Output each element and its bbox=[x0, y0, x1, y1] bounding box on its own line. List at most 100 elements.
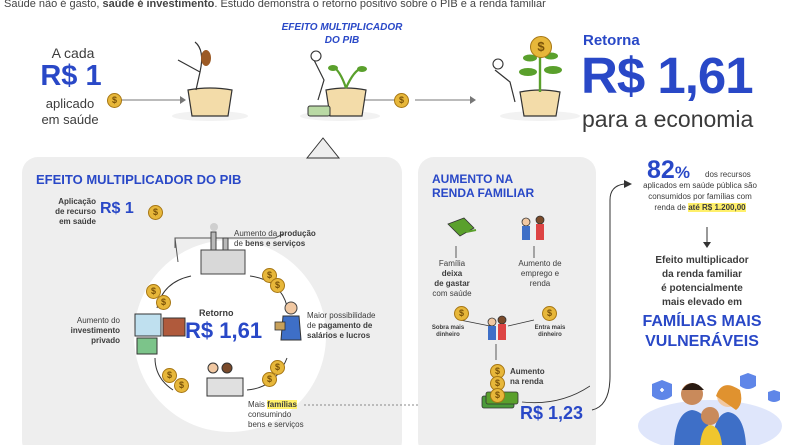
percent-sign: % bbox=[674, 163, 690, 182]
familia-l2: de gastar bbox=[434, 279, 470, 288]
renda-title-l1: AUMENTO NA bbox=[432, 172, 514, 186]
aumento-l2: na renda bbox=[510, 377, 544, 386]
multiplier-label-l2: DO PIB bbox=[324, 35, 360, 46]
vuln-l2: VULNERÁVEIS bbox=[645, 333, 759, 350]
coin-icon: $ bbox=[270, 360, 285, 375]
coin-icon: $ bbox=[156, 295, 171, 310]
coin-plant-pot-illustration bbox=[492, 50, 580, 121]
multiplier-label-l1: EFEITO MULTIPLICADOR bbox=[281, 22, 403, 33]
entra-l2: dinheiro bbox=[538, 332, 562, 338]
top-amount: R$ 1 bbox=[40, 60, 102, 92]
producao-l2-bold: bens e serviços bbox=[245, 239, 306, 248]
vuln-l1: FAMÍLIAS MAIS bbox=[642, 313, 762, 330]
effect-l1: Efeito multiplicador bbox=[655, 255, 749, 266]
pagamento-l2-bold: pagamento de bbox=[318, 321, 373, 330]
aumento-renda-label: Aumento na renda bbox=[510, 367, 545, 387]
percent-desc-l4-bold: até R$ 1.200,00 bbox=[688, 203, 746, 212]
top-applied-l1: aplicado bbox=[45, 96, 95, 111]
coin-icon: $ bbox=[262, 372, 277, 387]
retorno-label: Retorno bbox=[199, 308, 234, 318]
percent-number: 82 bbox=[647, 156, 675, 184]
producao-label: Aumento da produção de bens e serviços bbox=[234, 229, 344, 249]
coin-icon: $ bbox=[270, 278, 285, 293]
para-economia: para a economia bbox=[582, 106, 754, 132]
aplic-l3: em saúde bbox=[59, 217, 96, 226]
pagamento-l1: Maior possibilidade bbox=[307, 311, 376, 320]
emprego-l3: renda bbox=[529, 279, 551, 288]
pib-panel-title: EFEITO MULTIPLICADOR DO PIB bbox=[36, 172, 242, 187]
retorno-value: R$ 1,61 bbox=[185, 318, 263, 343]
header-post: . Estudo demonstra o retorno positivo so… bbox=[214, 0, 546, 10]
top-applied-l2: em saúde bbox=[41, 112, 99, 127]
familia-l1-bold: deixa bbox=[441, 269, 463, 278]
familias-l3: bens e serviços bbox=[248, 420, 304, 429]
coin-icon: $ bbox=[490, 388, 505, 403]
percent-desc-l1: dos recursos bbox=[705, 170, 751, 179]
coin-icon: $ bbox=[454, 306, 469, 321]
aplic-l2: de recurso bbox=[55, 207, 96, 216]
aplic-l1: Aplicação bbox=[58, 197, 96, 206]
hand-seed-pot-illustration bbox=[172, 41, 248, 121]
pagamento-label: Maior possibilidade de pagamento de salá… bbox=[307, 311, 397, 341]
producao-bold: produção bbox=[279, 229, 316, 238]
invest-l1: Aumento do bbox=[76, 316, 120, 325]
header-text: Saúde não é gasto, saúde é investimento.… bbox=[4, 0, 546, 10]
vulneraveis-text: FAMÍLIAS MAIS VULNERÁVEIS bbox=[610, 312, 794, 352]
percent-desc-l2: aplicados em saúde pública são bbox=[643, 181, 757, 190]
down-arrow bbox=[703, 227, 711, 248]
header-bold: saúde é investimento bbox=[102, 0, 215, 10]
emprego-label: Aumento de emprego e renda bbox=[512, 259, 568, 289]
header-pre: Saúde não é gasto, bbox=[4, 0, 103, 10]
producao-l2-pre: de bbox=[234, 239, 246, 248]
familia-l1: Família bbox=[438, 259, 466, 268]
aplic-label: Aplicação de recurso em saúde bbox=[44, 197, 96, 227]
pagamento-l2-pre: de bbox=[307, 321, 319, 330]
right-connector bbox=[591, 180, 632, 411]
familia-l3: com saúde bbox=[432, 289, 472, 298]
invest-l2: investimento bbox=[70, 326, 120, 335]
percent-desc-l3: consumidos por famílias com bbox=[648, 192, 752, 201]
sobra-l1: Sobra mais bbox=[431, 325, 465, 331]
renda-value: R$ 1,23 bbox=[520, 403, 584, 423]
coin-icon: $ bbox=[530, 36, 552, 58]
family-illustration bbox=[638, 373, 782, 445]
coin-icon: $ bbox=[542, 306, 557, 321]
emprego-l2: emprego e bbox=[520, 269, 560, 278]
coin-icon: $ bbox=[146, 284, 161, 299]
effect-text: Efeito multiplicador da renda familiar é… bbox=[620, 254, 784, 310]
aplic-value: R$ 1 bbox=[100, 200, 134, 217]
coin-icon: $ bbox=[148, 205, 163, 220]
familias-pre: Mais bbox=[248, 400, 268, 409]
emprego-l1: Aumento de bbox=[518, 259, 562, 268]
coin-icon: $ bbox=[162, 368, 177, 383]
coin-icon: $ bbox=[174, 378, 189, 393]
familias-bold: famílias bbox=[267, 400, 297, 409]
effect-l3: é potencialmente bbox=[661, 283, 743, 294]
effect-l2: da renda familiar bbox=[661, 269, 743, 280]
watering-pot-illustration bbox=[300, 50, 380, 121]
renda-title: AUMENTO NA RENDA FAMILIAR bbox=[432, 172, 534, 200]
effect-l4: mais elevado em bbox=[661, 297, 743, 308]
top-a-cada: A cada bbox=[51, 45, 95, 61]
panel-pointer bbox=[305, 137, 341, 159]
percent-value: 82% bbox=[647, 156, 690, 185]
aumento-l1: Aumento bbox=[510, 367, 545, 376]
producao-pre: Aumento da bbox=[234, 229, 280, 238]
pagamento-l3: salários e lucros bbox=[307, 331, 371, 340]
familias-label: Mais famílias consumindo bens e serviços bbox=[248, 400, 328, 430]
familia-label: Família deixa de gastar com saúde bbox=[428, 259, 476, 299]
coin-icon: $ bbox=[394, 93, 409, 108]
entra-label: Entra mais dinheiro bbox=[530, 325, 570, 339]
invest-label: Aumento do investimento privado bbox=[56, 316, 120, 346]
sobra-label: Sobra mais dinheiro bbox=[428, 325, 468, 339]
entra-l1: Entra mais bbox=[534, 325, 566, 331]
retorna-label: Retorna bbox=[583, 32, 640, 49]
renda-title-l2: RENDA FAMILIAR bbox=[432, 186, 535, 200]
familias-l2: consumindo bbox=[248, 410, 292, 419]
return-value: R$ 1,61 bbox=[581, 47, 754, 104]
sobra-l2: dinheiro bbox=[436, 332, 460, 338]
invest-l3: privado bbox=[91, 336, 120, 345]
percent-desc: aplicados em saúde pública são consumido… bbox=[618, 180, 782, 213]
percent-desc-l4-pre: renda de bbox=[654, 203, 689, 212]
coin-icon: $ bbox=[107, 93, 122, 108]
